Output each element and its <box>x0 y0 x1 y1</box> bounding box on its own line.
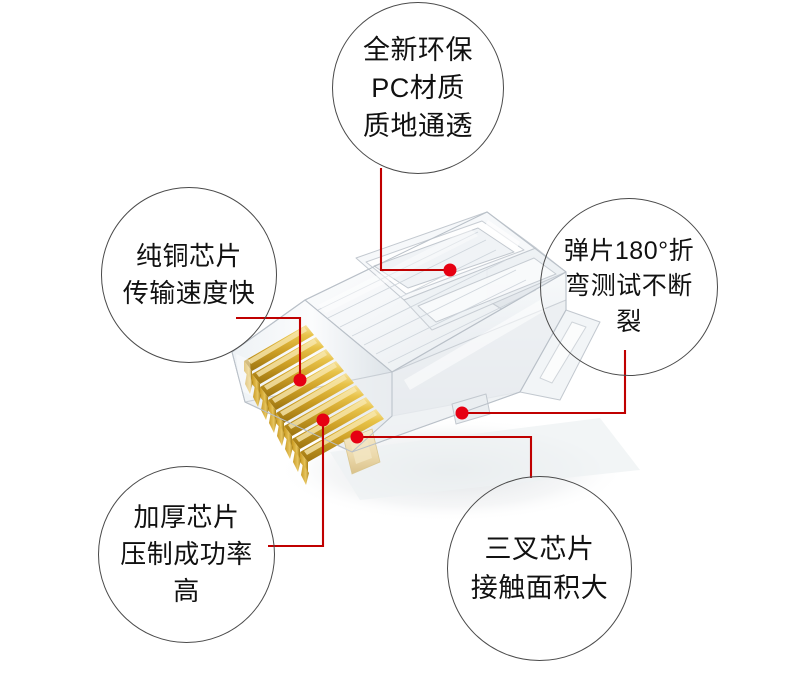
callout-top-line-1: 全新环保 <box>363 34 473 65</box>
callout-bubble-thick-chip[interactable]: 加厚芯片 压制成功率 高 <box>98 466 275 643</box>
callout-botleft-line-2: 压制成功率 <box>120 539 253 570</box>
callout-left-line-2: 传输速度快 <box>122 278 256 308</box>
callout-botleft-line-3: 高 <box>173 575 200 606</box>
callout-left-line-1: 纯铜芯片 <box>135 241 242 272</box>
leader-dot-left <box>293 373 307 387</box>
callout-right-line-1: 弹片180°折 <box>563 236 695 265</box>
body-outline <box>231 211 567 453</box>
callout-bubble-trident-chip[interactable]: 三叉芯片 接触面积大 <box>447 476 632 661</box>
callout-botleft-line-1: 加厚芯片 <box>133 502 240 533</box>
leader-dot-top <box>443 263 457 277</box>
leader-dots <box>293 263 469 444</box>
leader-line-botleft <box>268 420 325 548</box>
leader-line-top <box>379 168 450 272</box>
leader-line-botright <box>357 435 533 478</box>
callout-right-line-3: 裂 <box>616 307 642 336</box>
leader-dot-right <box>455 406 469 420</box>
callout-bubble-spring-bend-test[interactable]: 弹片180°折 弯测试不断 裂 <box>540 198 718 376</box>
callout-botright-line-2: 接触面积大 <box>470 572 609 603</box>
callout-bubble-copper-chip[interactable]: 纯铜芯片 传输速度快 <box>101 187 277 363</box>
callout-botright-line-1: 三叉芯片 <box>484 534 595 565</box>
callout-right-line-2: 弯测试不断 <box>565 272 693 301</box>
leader-dot-botright <box>350 430 364 444</box>
leader-dot-botleft <box>316 413 330 427</box>
callout-top-line-3: 质地通透 <box>363 111 473 142</box>
callout-bubble-pc-material[interactable]: 全新环保 PC材质 质地通透 <box>332 2 504 174</box>
callout-top-line-2: PC材质 <box>371 72 465 103</box>
